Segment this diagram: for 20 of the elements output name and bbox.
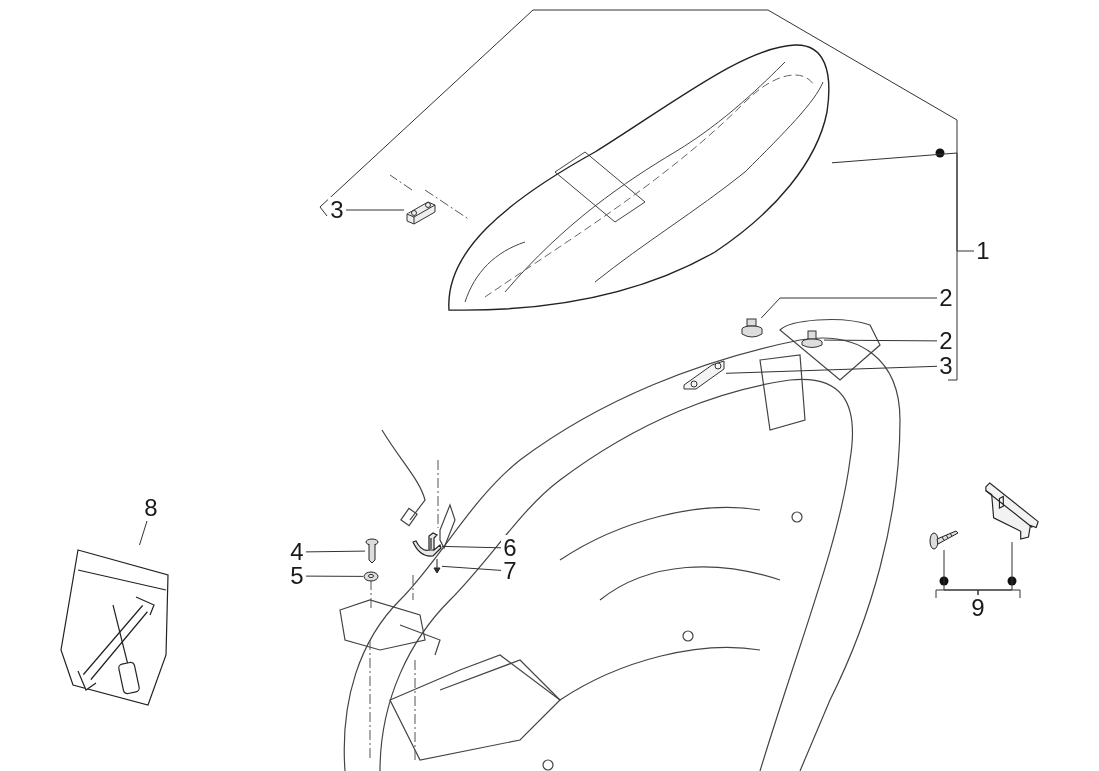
part-drawing xyxy=(445,42,832,314)
leader-line xyxy=(977,541,1013,596)
leader-line xyxy=(441,545,502,549)
part-drawing xyxy=(363,571,379,582)
part-drawing xyxy=(682,357,726,391)
part-drawing xyxy=(412,532,442,560)
leader-line xyxy=(725,365,938,374)
part-drawing xyxy=(432,558,442,574)
leader-line xyxy=(760,297,938,319)
leader-line xyxy=(139,520,148,546)
leader-line xyxy=(305,550,366,553)
part-drawing xyxy=(800,330,824,350)
part-drawing xyxy=(982,480,1042,542)
leader-line xyxy=(345,209,405,211)
leader-line xyxy=(831,152,975,252)
leader-line xyxy=(305,575,364,577)
part-drawing xyxy=(740,318,764,338)
part-drawing xyxy=(365,538,379,564)
leader-line xyxy=(823,339,938,342)
leader-line xyxy=(441,565,502,571)
